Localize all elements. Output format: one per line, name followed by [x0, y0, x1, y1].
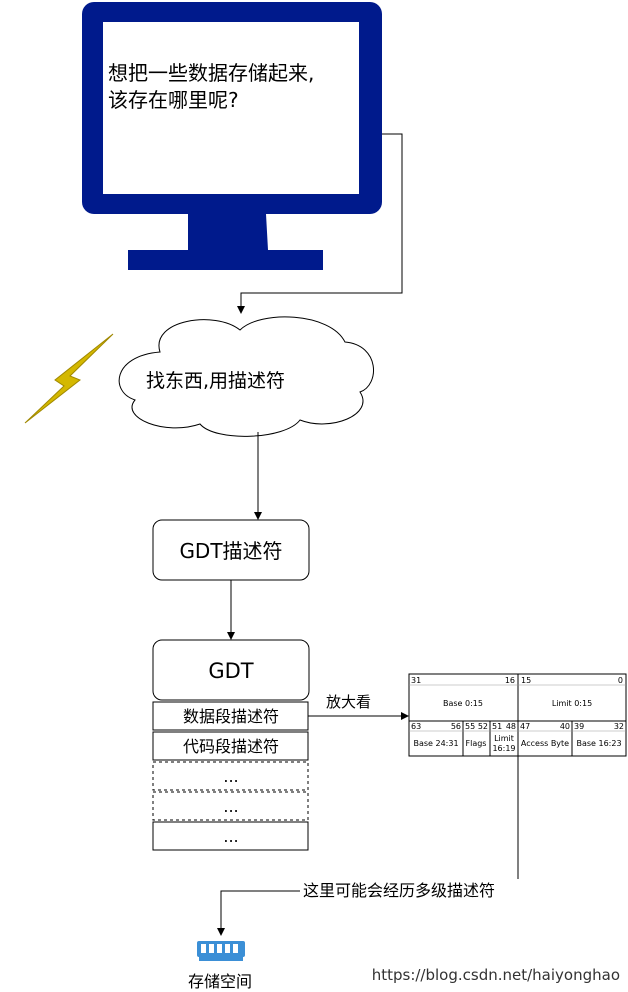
monitor-text-line2: 该存在哪里呢?: [108, 88, 239, 112]
multilevel-label: 这里可能会经历多级描述符: [303, 881, 495, 900]
gdt-row-ellipsis-1: [152, 761, 309, 791]
bit-15: 15: [521, 676, 531, 685]
gdt-row-ellipsis-1-label: ...: [223, 767, 238, 786]
zoom-label: 放大看: [326, 693, 371, 711]
gdt-row-ellipsis-3-label: ...: [223, 827, 238, 846]
bit-31: 31: [411, 676, 421, 685]
field-limit: Limit: [494, 734, 514, 743]
multilevel-label-bg: [300, 879, 522, 901]
lightning-icon: [24, 333, 114, 424]
monitor-icon: [82, 2, 382, 270]
bit-32: 32: [614, 722, 624, 731]
bit-40: 40: [560, 722, 570, 731]
bit-0: 0: [618, 676, 623, 685]
bit-16: 16: [505, 676, 515, 685]
field-limit-0-15: Limit 0:15: [552, 699, 592, 708]
cloud-shape: [118, 316, 374, 437]
watermark: https://blog.csdn.net/haiyonghao: [372, 966, 620, 984]
gdt-header-label: GDT: [208, 659, 253, 683]
descriptor-layout: [408, 673, 627, 757]
monitor-text-line1: 想把一些数据存储起来,: [108, 61, 314, 85]
bit-47: 47: [520, 722, 530, 731]
field-access-byte: Access Byte: [521, 739, 569, 748]
bit-63: 63: [411, 722, 421, 731]
storage-label: 存储空间: [188, 972, 252, 991]
field-base-16-23: Base 16:23: [576, 739, 621, 748]
gdt-row-code-label: 代码段描述符: [183, 737, 279, 756]
bit-52: 52: [478, 722, 488, 731]
bit-48: 48: [506, 722, 516, 731]
gdt-header-box: [152, 639, 310, 701]
ram-icon: [197, 941, 245, 961]
gdt-row-ellipsis-2-label: ...: [223, 797, 238, 816]
bit-56: 56: [451, 722, 461, 731]
bit-39: 39: [574, 722, 584, 731]
bit-55: 55: [465, 722, 475, 731]
gdt-row-data-label: 数据段描述符: [183, 707, 279, 726]
cloud-label: 找东西,用描述符: [146, 370, 285, 392]
field-limit-16-19: 16:19: [492, 744, 515, 753]
connector-monitor-cloud: [237, 133, 403, 314]
field-base-24-31: Base 24:31: [413, 739, 458, 748]
field-flags: Flags: [466, 739, 487, 748]
gdt-row-ellipsis-2: [152, 791, 309, 821]
gdt-row-code: [152, 731, 309, 761]
field-base-0-15: Base 0:15: [443, 699, 483, 708]
bit-51: 51: [492, 722, 502, 731]
gdt-descriptor-label: GDT描述符: [179, 539, 282, 563]
gdt-row-ellipsis-3: [152, 821, 309, 851]
gdt-row-data: [152, 701, 309, 731]
